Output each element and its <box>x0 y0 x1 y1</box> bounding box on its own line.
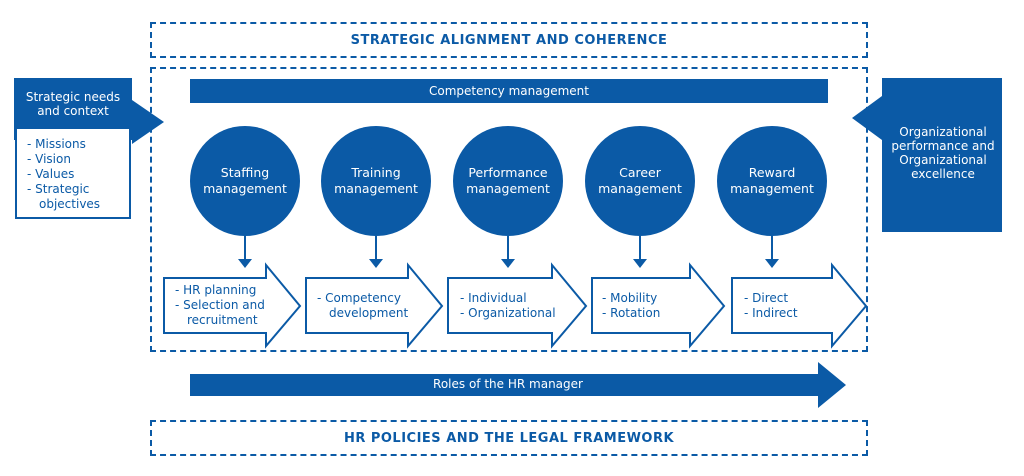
circle-label: management <box>730 181 814 196</box>
career-chevron <box>591 262 726 349</box>
hr-process-frame <box>150 67 868 352</box>
organizational-performance-text: Organizational performance and Organizat… <box>884 125 1002 181</box>
circle-label: Training <box>351 165 401 180</box>
chevron-item: - Competency <box>317 291 401 305</box>
chevron-item: development <box>329 306 409 320</box>
circle-label: Performance <box>468 165 548 180</box>
reward-chevron <box>731 262 868 349</box>
chevron-item: - Rotation <box>602 306 661 320</box>
training-chevron-text: - Competency development <box>317 291 408 321</box>
roles-arrow <box>190 362 846 408</box>
down-arrow-icon <box>765 236 779 268</box>
circle-label: Staffing <box>220 165 270 180</box>
performance-chevron-text: - Individual - Organizational <box>460 291 556 321</box>
competency-management-bar: Competency management <box>190 79 828 103</box>
chevron-item: - Organizational <box>460 306 556 320</box>
strategic-needs-list: - Missions - Vision - Values - Strategic… <box>15 127 131 219</box>
circle-label: management <box>466 181 550 196</box>
circle-label: management <box>334 181 418 196</box>
roles-label: Roles of the HR manager <box>433 377 583 391</box>
career-chevron-text: - Mobility - Rotation <box>602 291 660 321</box>
organizational-performance-arrow <box>852 78 1002 232</box>
chevron-item: - Indirect <box>744 306 798 320</box>
list-item: - Missions <box>27 137 86 151</box>
chevron-item: - Selection and <box>175 298 265 312</box>
strategic-needs-line: Strategic needs <box>25 90 121 104</box>
chevron-item: - Mobility <box>602 291 658 305</box>
list-item: - Values <box>27 167 75 181</box>
hr-policies-band: HR POLICIES AND THE LEGAL FRAMEWORK <box>150 420 868 456</box>
down-arrow-icon <box>369 236 383 268</box>
chevron-item: - Individual <box>460 291 527 305</box>
list-item: - Vision <box>27 152 71 166</box>
competency-management-label: Competency management <box>428 84 589 98</box>
chevron-item: - Direct <box>744 291 789 305</box>
strategic-alignment-title: STRATEGIC ALIGNMENT AND COHERENCE <box>350 33 668 48</box>
down-arrow-icon <box>238 236 252 268</box>
performance-line: Organizational <box>899 125 987 139</box>
down-arrow-icon <box>633 236 647 268</box>
hr-policies-title: HR POLICIES AND THE LEGAL FRAMEWORK <box>343 431 675 446</box>
staffing-chevron-text: - HR planning - Selection and recruitmen… <box>175 283 265 328</box>
training-chevron <box>305 262 444 349</box>
chevron-item: - HR planning <box>175 283 257 297</box>
list-item: objectives <box>39 197 101 211</box>
performance-chevron <box>447 262 588 349</box>
circle-label: management <box>203 181 287 196</box>
circle-label: management <box>598 181 682 196</box>
strategic-needs-line: and context <box>37 104 109 118</box>
list-item: - Strategic <box>27 182 90 196</box>
chevron-item: recruitment <box>187 313 258 327</box>
performance-line: performance and <box>891 139 995 153</box>
circle-label: Career <box>619 165 661 180</box>
reward-chevron-text: - Direct - Indirect <box>744 291 798 321</box>
strategic-alignment-band: STRATEGIC ALIGNMENT AND COHERENCE <box>150 22 868 58</box>
circle-label: Reward <box>748 165 796 180</box>
staffing-chevron <box>163 262 302 349</box>
down-arrow-icon <box>501 236 515 268</box>
performance-line: Organizational <box>899 153 987 167</box>
performance-line: excellence <box>911 167 975 181</box>
strategic-needs-title: Strategic needs and context <box>16 90 130 118</box>
